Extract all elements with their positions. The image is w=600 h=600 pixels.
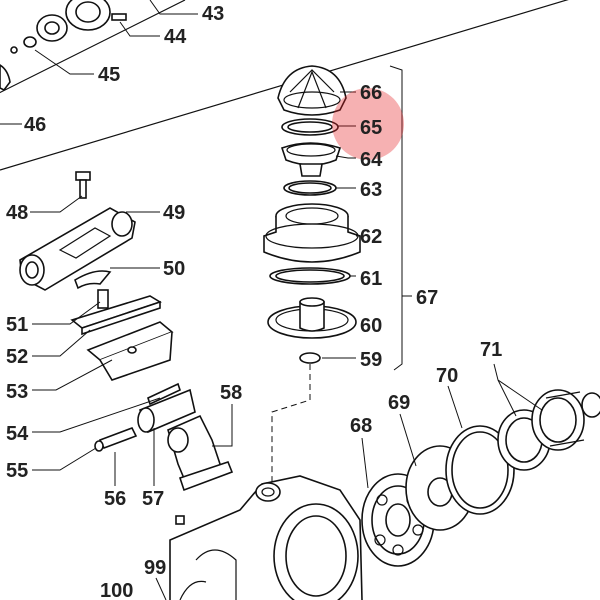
label-66: 66 — [360, 82, 382, 104]
label-64: 64 — [360, 149, 383, 171]
label-62: 62 — [360, 226, 382, 248]
label-60: 60 — [360, 315, 382, 337]
label-65: 65 — [360, 117, 382, 139]
label-69: 69 — [388, 392, 410, 414]
label-52: 52 — [6, 346, 28, 368]
part-labels: 43 44 45 46 48 49 50 51 52 53 54 55 56 5… — [6, 3, 502, 600]
label-45: 45 — [98, 64, 120, 86]
label-46: 46 — [24, 114, 46, 136]
leader-lines-lower-right — [361, 363, 543, 489]
part-plate-52 — [70, 295, 162, 336]
label-44: 44 — [164, 26, 187, 48]
label-43: 43 — [202, 3, 224, 25]
part-pin-51 — [97, 289, 109, 309]
label-59: 59 — [360, 349, 382, 371]
part-needle-bearing-71 — [497, 389, 600, 471]
label-67: 67 — [416, 287, 438, 309]
part-housing-49 — [19, 207, 136, 291]
part-seat-64 — [280, 142, 342, 177]
leader-lines-bottom — [155, 577, 167, 600]
part-ring-70 — [445, 425, 515, 515]
part-block-57 — [137, 388, 196, 434]
label-56: 56 — [104, 488, 126, 510]
part-top-flange-assembly — [0, 0, 127, 92]
label-48: 48 — [6, 202, 28, 224]
label-53: 53 — [6, 381, 28, 403]
leader-lines-middle-left — [30, 195, 233, 486]
central-axis — [271, 364, 311, 484]
label-71: 71 — [480, 339, 502, 361]
label-57: 57 — [142, 488, 164, 510]
part-cap-66 — [277, 65, 347, 116]
label-99: 99 — [144, 557, 166, 579]
part-clip-50 — [74, 270, 112, 290]
leader-lines-central — [322, 65, 412, 371]
part-oring-63 — [283, 180, 337, 196]
label-70: 70 — [436, 365, 458, 387]
part-bolt-48 — [75, 171, 91, 199]
label-58: 58 — [220, 382, 242, 404]
label-49: 49 — [163, 202, 185, 224]
part-gearbox-housing — [169, 475, 363, 600]
part-bracket-58 — [167, 414, 234, 492]
label-100: 100 — [100, 580, 133, 600]
label-54: 54 — [6, 423, 29, 445]
part-clip-59 — [299, 352, 321, 364]
label-68: 68 — [350, 415, 372, 437]
part-shaft-56 — [94, 426, 138, 452]
part-ring-65 — [281, 118, 339, 136]
label-61: 61 — [360, 268, 382, 290]
label-51: 51 — [6, 314, 28, 336]
part-diaphragm-60 — [267, 297, 357, 339]
part-housing-62 — [263, 203, 361, 263]
part-oring-61 — [269, 267, 351, 285]
part-flange-53 — [86, 321, 174, 381]
label-63: 63 — [360, 179, 382, 201]
highlight-circle — [332, 88, 404, 160]
label-55: 55 — [6, 460, 28, 482]
label-50: 50 — [163, 258, 185, 280]
leader-lines-top-left — [0, 0, 198, 125]
